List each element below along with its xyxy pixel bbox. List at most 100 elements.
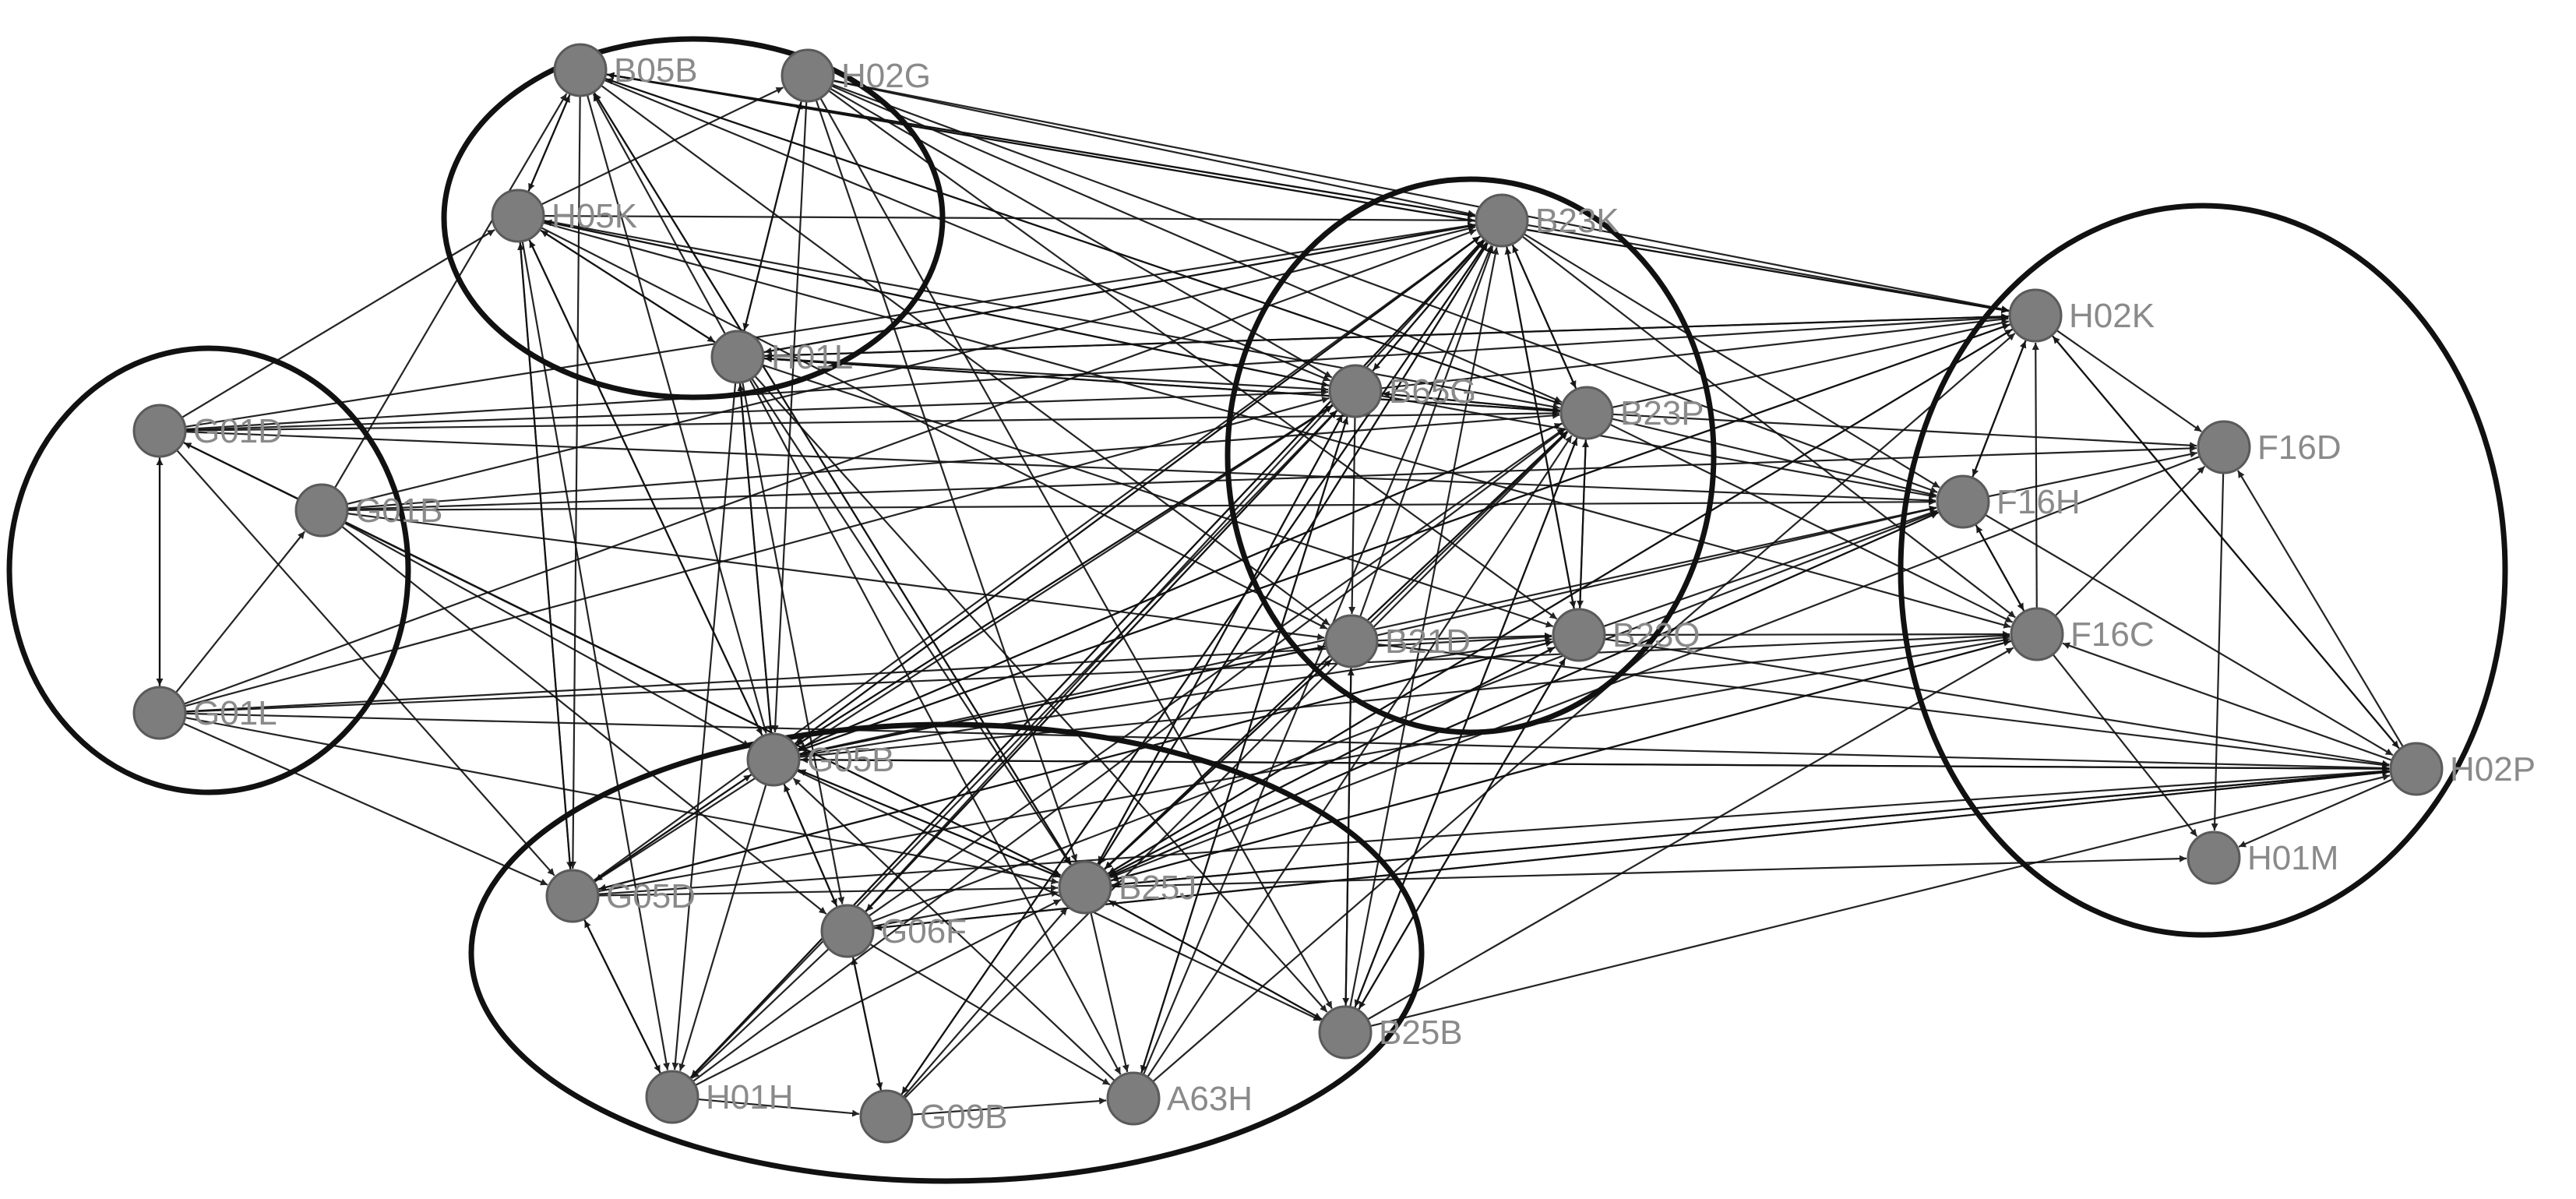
edge-b25j-to-h01m (1108, 855, 2187, 888)
node-g01d: G01D (132, 404, 283, 458)
node-g06f: G06F (820, 904, 967, 958)
node-label: G05D (606, 877, 696, 915)
edge-b23p-to-b23q (1577, 436, 1587, 608)
edge-h01l-to-g06f (741, 380, 845, 905)
edge-h02k-to-b25j (1108, 327, 2015, 874)
edge-f16c-to-f16d (2053, 465, 2206, 618)
edge-g01b-to-f16h (345, 498, 1936, 511)
edge-b65g-to-g06f (865, 407, 1340, 912)
node-g05d: G05D (545, 869, 696, 923)
node-label: G01B (355, 492, 443, 530)
node-label: B65G (1389, 372, 1477, 411)
edge-g01l-to-g01b (174, 531, 305, 695)
edge-b05b-to-b65g (602, 78, 1331, 382)
node-circle (132, 686, 187, 740)
edge-h01h-to-b25j (693, 898, 1062, 1087)
node-circle (2197, 420, 2251, 474)
edge-h01l-to-b25b (752, 374, 1328, 1013)
edge-h02p-to-h01m (2238, 778, 2395, 848)
edge-f16h-to-h02p (1983, 513, 2394, 756)
node-label: F16H (1996, 483, 2081, 521)
node-g09b: G09B (859, 1089, 1008, 1144)
node-circle (781, 48, 835, 103)
edge-f16c-to-f16h (1975, 525, 2026, 614)
node-label: H02G (841, 57, 931, 95)
edge-b23k-to-b65g (1372, 238, 1487, 372)
edge-h02g-to-h02k (831, 79, 2009, 312)
node-f16d: F16D (2197, 420, 2342, 474)
edge-h01l-to-h01h (671, 380, 737, 1070)
node-b23q: B23Q (1552, 608, 1700, 662)
edge-h02p-to-b25j (1112, 770, 2393, 888)
node-circle (710, 330, 765, 384)
edge-b23q-to-h02p (1602, 637, 2390, 767)
edge-g06f-to-b23p (866, 428, 1565, 919)
node-label: H01H (706, 1078, 794, 1116)
edge-g01b-to-g06f (340, 524, 827, 915)
edge-b23p-to-h01l (764, 355, 1563, 413)
node-label: F16D (2257, 428, 2342, 467)
edge-b65g-to-h05k (544, 219, 1332, 387)
edge-g01d-to-h05k (180, 229, 495, 420)
node-h02g: H02G (781, 48, 931, 103)
edge-b23p-to-f16c (1608, 422, 2014, 623)
edge-b25j-to-a63h (1089, 910, 1129, 1073)
edge-g01l-to-b65g (182, 397, 1330, 707)
edge-h01h-to-g05d (583, 919, 663, 1076)
node-circle (1318, 1005, 1373, 1060)
node-h02p: H02P (2389, 742, 2535, 796)
node-circle (132, 404, 187, 458)
node-h01h: H01H (645, 1070, 794, 1124)
node-circle (1559, 386, 1614, 440)
edge-g01l-to-f16c (183, 632, 2010, 713)
edge-b65g-to-h02k (1379, 316, 2009, 390)
node-circle (1552, 608, 1606, 662)
edge-b23q-to-f16h (1601, 510, 1938, 628)
edge-h01l-to-b05b (592, 93, 728, 337)
edge-g01b-to-b25j (343, 520, 1062, 876)
node-circle (1058, 860, 1112, 915)
edge-g05d-to-h02p (596, 767, 2390, 895)
edge-g05b-to-g06f (782, 781, 838, 907)
edge-a63h-to-b23p (1146, 435, 1573, 1079)
node-f16c: F16C (2010, 607, 2155, 661)
node-label: G09B (920, 1098, 1008, 1136)
edge-h05k-to-h01l (537, 227, 716, 344)
edge-h05k-to-h02g (539, 86, 784, 206)
node-b23k: B23K (1475, 193, 1619, 248)
node-label: F16C (2070, 615, 2155, 654)
edge-h02k-to-g05b (798, 323, 2014, 752)
edge-b23p-to-h02k (1610, 319, 2010, 409)
edge-b65g-to-b25j (1097, 411, 1345, 864)
node-circle (294, 483, 349, 538)
node-b25b: B25B (1318, 1005, 1463, 1060)
edge-f16h-to-b25j (1109, 510, 1942, 877)
edge-h05k-to-h01h (521, 239, 670, 1070)
node-b23p: B23P (1559, 386, 1704, 440)
cluster-ellipses (6, 36, 2508, 1184)
edge-g05b-to-b25j (795, 767, 1061, 878)
edge-b25j-to-b05b (594, 93, 1073, 868)
edge-h01h-to-b23p (691, 428, 1566, 1084)
edge-g09b-to-b25j (901, 907, 1068, 1099)
edge-b05b-to-g05d (569, 93, 581, 869)
edge-b23p-to-b25b (1354, 435, 1579, 1007)
edge-h01h-to-b65g (688, 410, 1337, 1081)
node-h02k: H02K (2008, 288, 2155, 343)
edge-h02g-to-b23q (826, 89, 1558, 620)
edge-h05k-to-b23p (541, 219, 1560, 411)
edge-b23k-to-b05b (607, 72, 1478, 218)
edge-f16h-to-f16d (1986, 450, 2197, 498)
edge-b25b-to-h02p (1368, 774, 2391, 1028)
node-g01b: G01B (294, 483, 443, 538)
edge-g05d-to-g05b (592, 774, 752, 883)
edge-g01l-to-g05d (181, 721, 548, 886)
node-label: B23P (1620, 394, 1704, 432)
edge-b23q-to-b25j (1108, 645, 1558, 876)
edge-h02k-to-h01l (764, 315, 2012, 360)
edge-h02k-to-h02p (2050, 333, 2400, 749)
edge-b23k-to-g09b (900, 239, 1489, 1095)
node-label: H01L (771, 338, 853, 376)
edge-b23k-to-b25j (1098, 240, 1490, 865)
